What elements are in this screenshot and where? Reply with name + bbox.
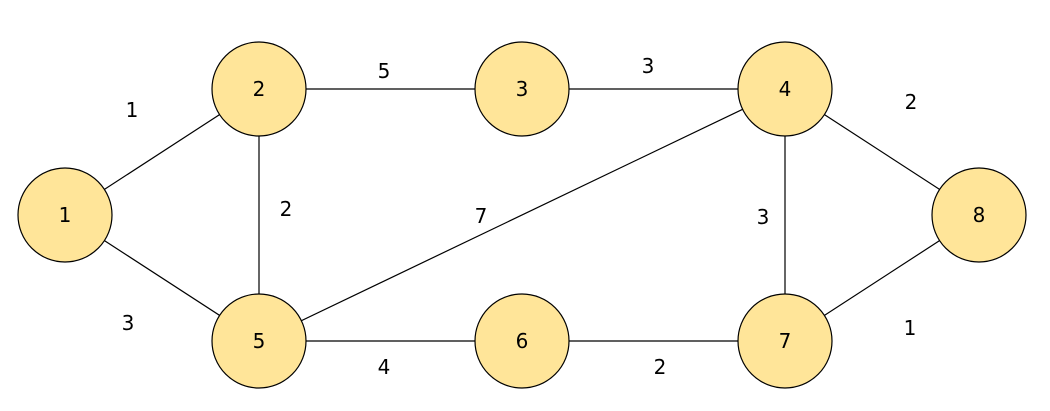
node-label-7: 7: [779, 329, 792, 353]
edge-weights-layer: 1 3 5 2 3 7 3 2 4 2 1: [122, 54, 918, 379]
node-8: 8: [931, 167, 1027, 263]
node-label-8: 8: [973, 203, 986, 227]
node-circle-1: [17, 167, 113, 263]
edge-weight-4-8: 2: [905, 90, 918, 114]
edge-weight-6-7: 2: [654, 355, 667, 379]
node-label-4: 4: [779, 77, 792, 101]
node-label-3: 3: [516, 77, 529, 101]
edge-weight-3-4: 3: [642, 54, 655, 78]
node-label-2: 2: [253, 77, 266, 101]
edge-weight-1-5: 3: [122, 311, 135, 335]
node-2: 2: [211, 41, 307, 137]
node-1: 1: [17, 167, 113, 263]
edge-weight-5-6: 4: [378, 355, 391, 379]
edge-weight-2-3: 5: [378, 59, 391, 83]
node-circle-6: [474, 293, 570, 389]
node-circle-7: [737, 293, 833, 389]
edge-weight-1-2: 1: [126, 98, 139, 122]
edge-weight-4-7: 3: [757, 205, 770, 229]
node-circle-2: [211, 41, 307, 137]
edge-weight-7-8: 1: [904, 316, 917, 340]
node-5: 5: [211, 293, 307, 389]
edge-weight-2-5: 2: [280, 197, 293, 221]
node-label-5: 5: [253, 329, 266, 353]
node-3: 3: [474, 41, 570, 137]
node-6: 6: [474, 293, 570, 389]
node-7: 7: [737, 293, 833, 389]
node-4: 4: [737, 41, 833, 137]
node-label-6: 6: [516, 329, 529, 353]
node-circle-3: [474, 41, 570, 137]
node-label-1: 1: [59, 203, 72, 227]
nodes-layer: 1 2 3 4 5 6 7 8: [17, 41, 1027, 389]
edge-weight-4-5: 7: [475, 204, 488, 228]
node-circle-5: [211, 293, 307, 389]
node-circle-8: [931, 167, 1027, 263]
node-circle-4: [737, 41, 833, 137]
edge-4-5: [258, 88, 786, 342]
